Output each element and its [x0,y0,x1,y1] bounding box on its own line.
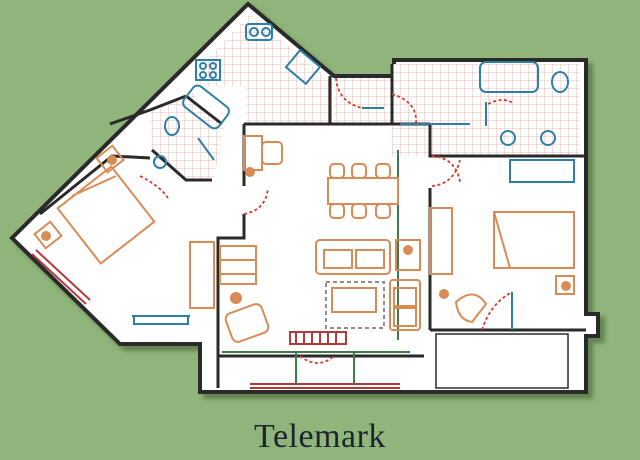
bedroom-1 [33,144,189,325]
sink-icon [500,130,516,146]
bathroom-1 [153,84,230,169]
armchair-icon [224,303,270,343]
sink-icon [540,130,556,146]
balcony [435,333,569,389]
sink-icon [245,23,273,41]
bedroom-2 [429,159,575,324]
bed-icon [56,165,156,265]
sink-icon [153,155,167,169]
stove-icon [195,59,221,81]
door-panels [362,102,513,330]
bathtub-icon [182,84,230,130]
armchair-icon [454,293,488,324]
kitchen [195,23,322,86]
living-area [189,135,421,345]
toilet-icon [551,71,569,93]
toilet-icon [164,116,180,136]
fireplace-icon [289,331,347,345]
nightstand [33,220,63,250]
bed-icon [493,211,575,269]
doors [139,77,515,364]
bathtub-icon [479,61,539,93]
dining-table-icon [327,163,399,219]
bathroom-2 [400,61,569,146]
sofa-icon [315,239,391,275]
tile-floor [150,14,580,180]
plan-title: Telemark [254,418,386,455]
